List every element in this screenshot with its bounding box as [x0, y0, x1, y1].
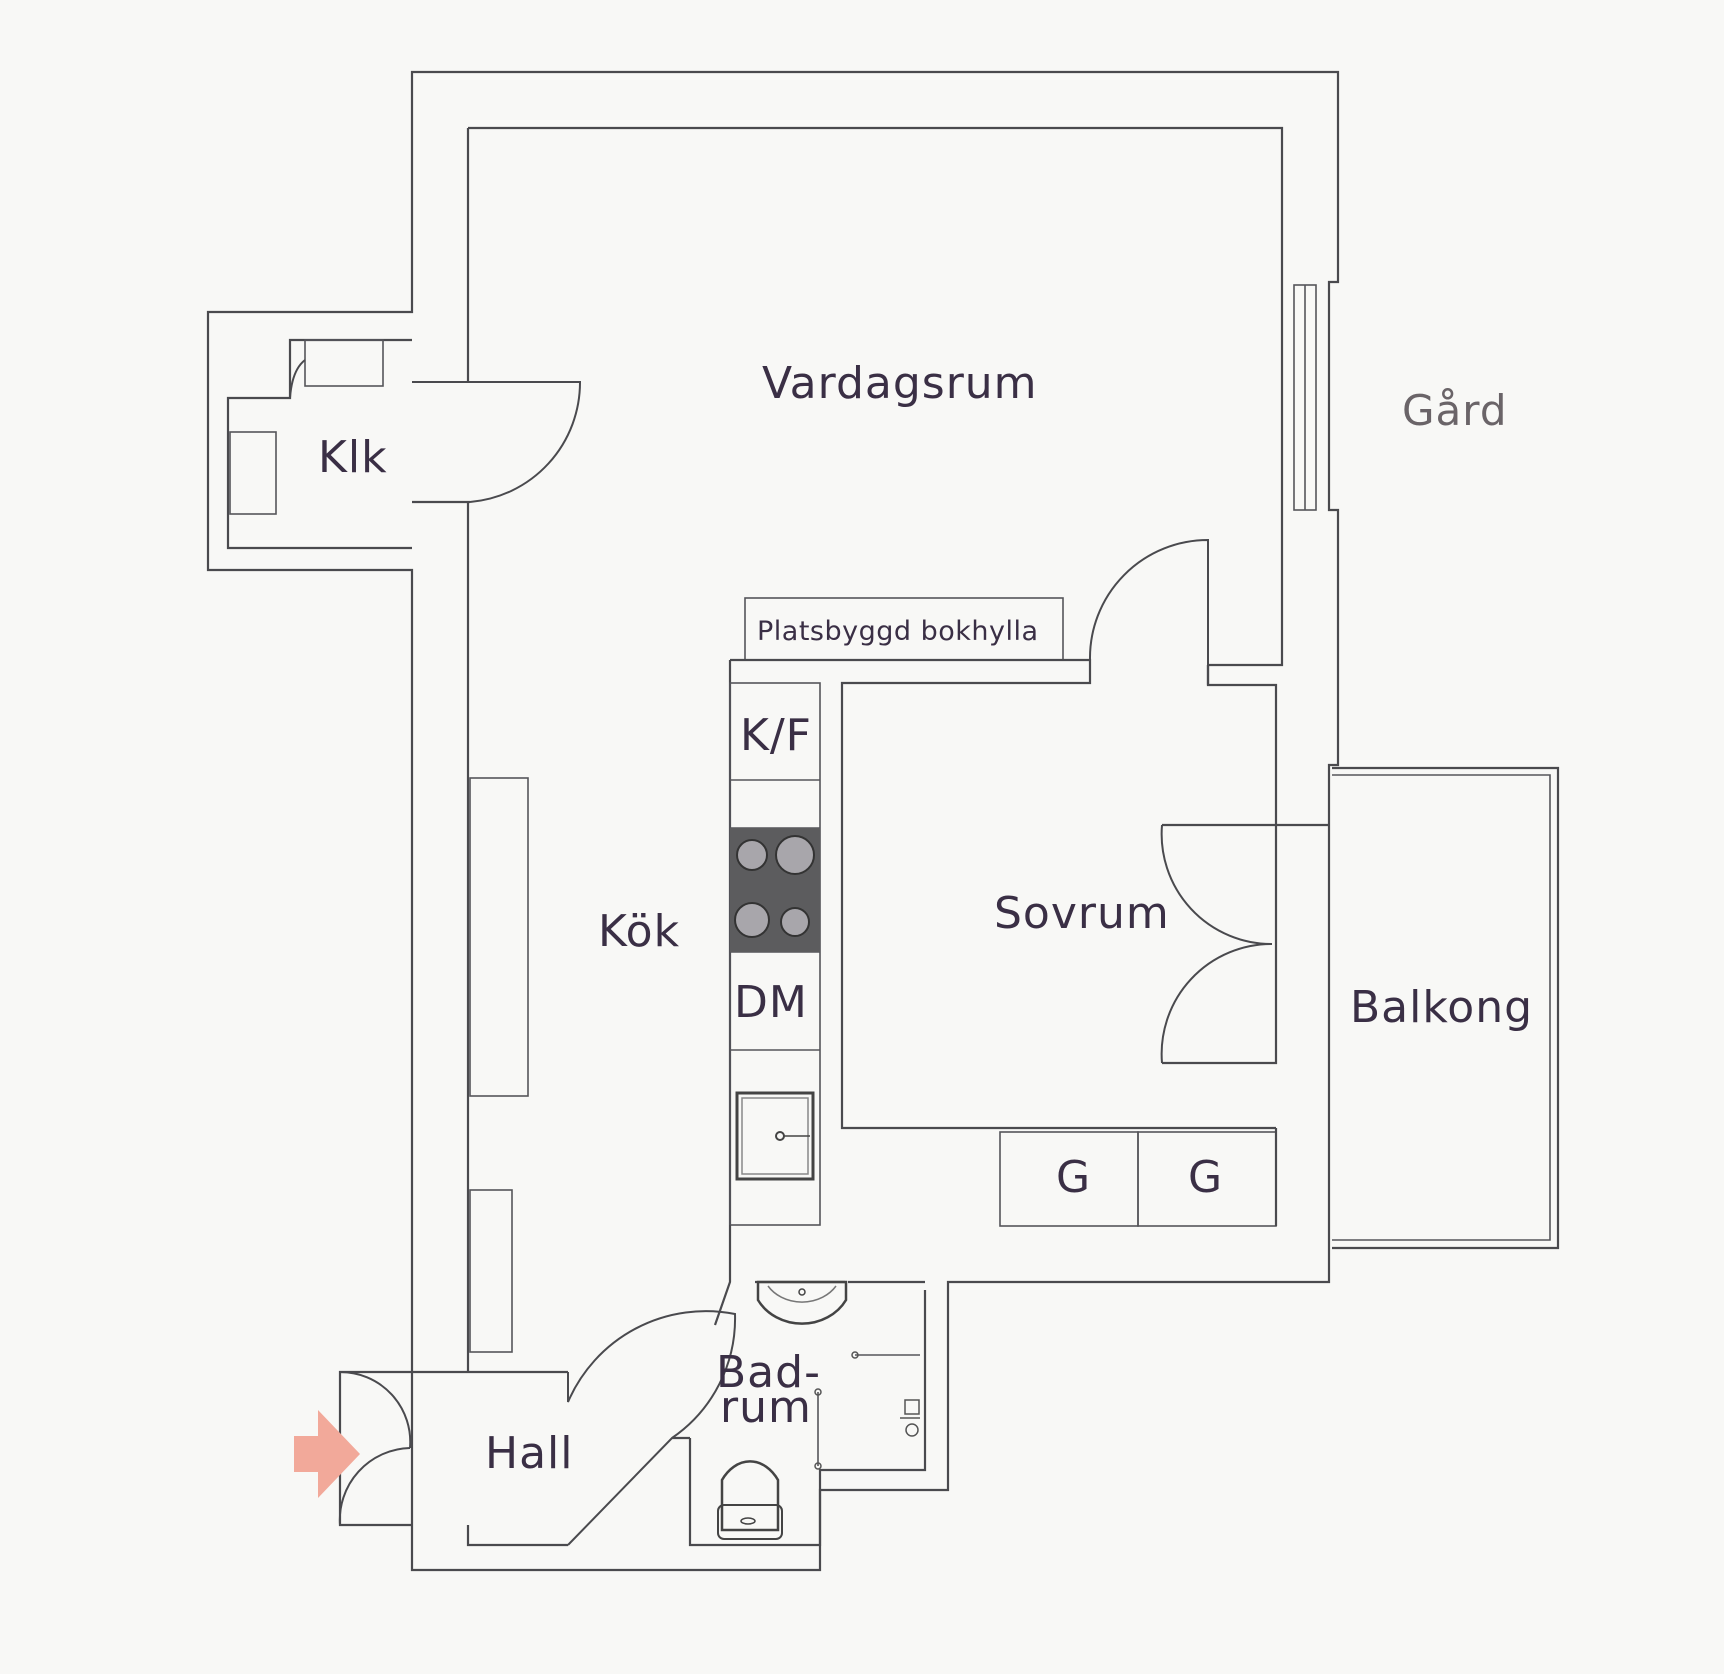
room-label-klk: Klk [318, 432, 388, 483]
dishwasher-label: DM [734, 977, 808, 1028]
wardrobe-2-label: G [1188, 1152, 1223, 1203]
bathroom-door[interactable] [567, 1310, 737, 1546]
bathroom: Bad- rum [567, 1225, 927, 1547]
room-label-badrum-2: rum [720, 1382, 812, 1433]
entrance-door-lower[interactable] [338, 1447, 411, 1526]
balcony-door-lower[interactable] [1160, 942, 1273, 1064]
closet-room: Klk [226, 338, 582, 550]
bedroom-door[interactable] [1088, 538, 1209, 665]
kitchen: K/F DM Kök [469, 682, 821, 1353]
living-room: Vardagsrum Gård [762, 284, 1507, 511]
fridge-freezer-label: K/F [740, 710, 812, 761]
closet-door[interactable] [412, 381, 582, 503]
area-label-gard: Gård [1402, 386, 1507, 435]
room-label-vardagsrum: Vardagsrum [762, 358, 1038, 409]
balcony-door-upper[interactable] [1160, 824, 1273, 946]
wardrobe-1-label: G [1056, 1152, 1091, 1203]
balcony: Balkong [1332, 766, 1560, 1250]
shower-icon [900, 1399, 920, 1437]
room-label-balkong: Balkong [1350, 982, 1533, 1033]
stove-icon [730, 828, 820, 952]
kitchen-sink-icon [735, 1091, 815, 1181]
room-label-sovrum: Sovrum [994, 888, 1170, 939]
outer-walls [206, 70, 1340, 1572]
washbasin-icon [756, 1280, 848, 1325]
hall: Hall [294, 1370, 574, 1547]
room-label-kok: Kök [598, 906, 680, 957]
toilet-icon [717, 1460, 783, 1540]
room-label-badrum-1: Bad- [716, 1347, 821, 1398]
bookshelf-label: Platsbyggd bokhylla [757, 616, 1039, 647]
entrance-door-upper[interactable] [339, 1370, 412, 1449]
entrance-arrow-icon [294, 1410, 360, 1498]
room-label-hall: Hall [485, 1428, 574, 1479]
built-in-bookshelf: Platsbyggd bokhylla [744, 597, 1064, 661]
